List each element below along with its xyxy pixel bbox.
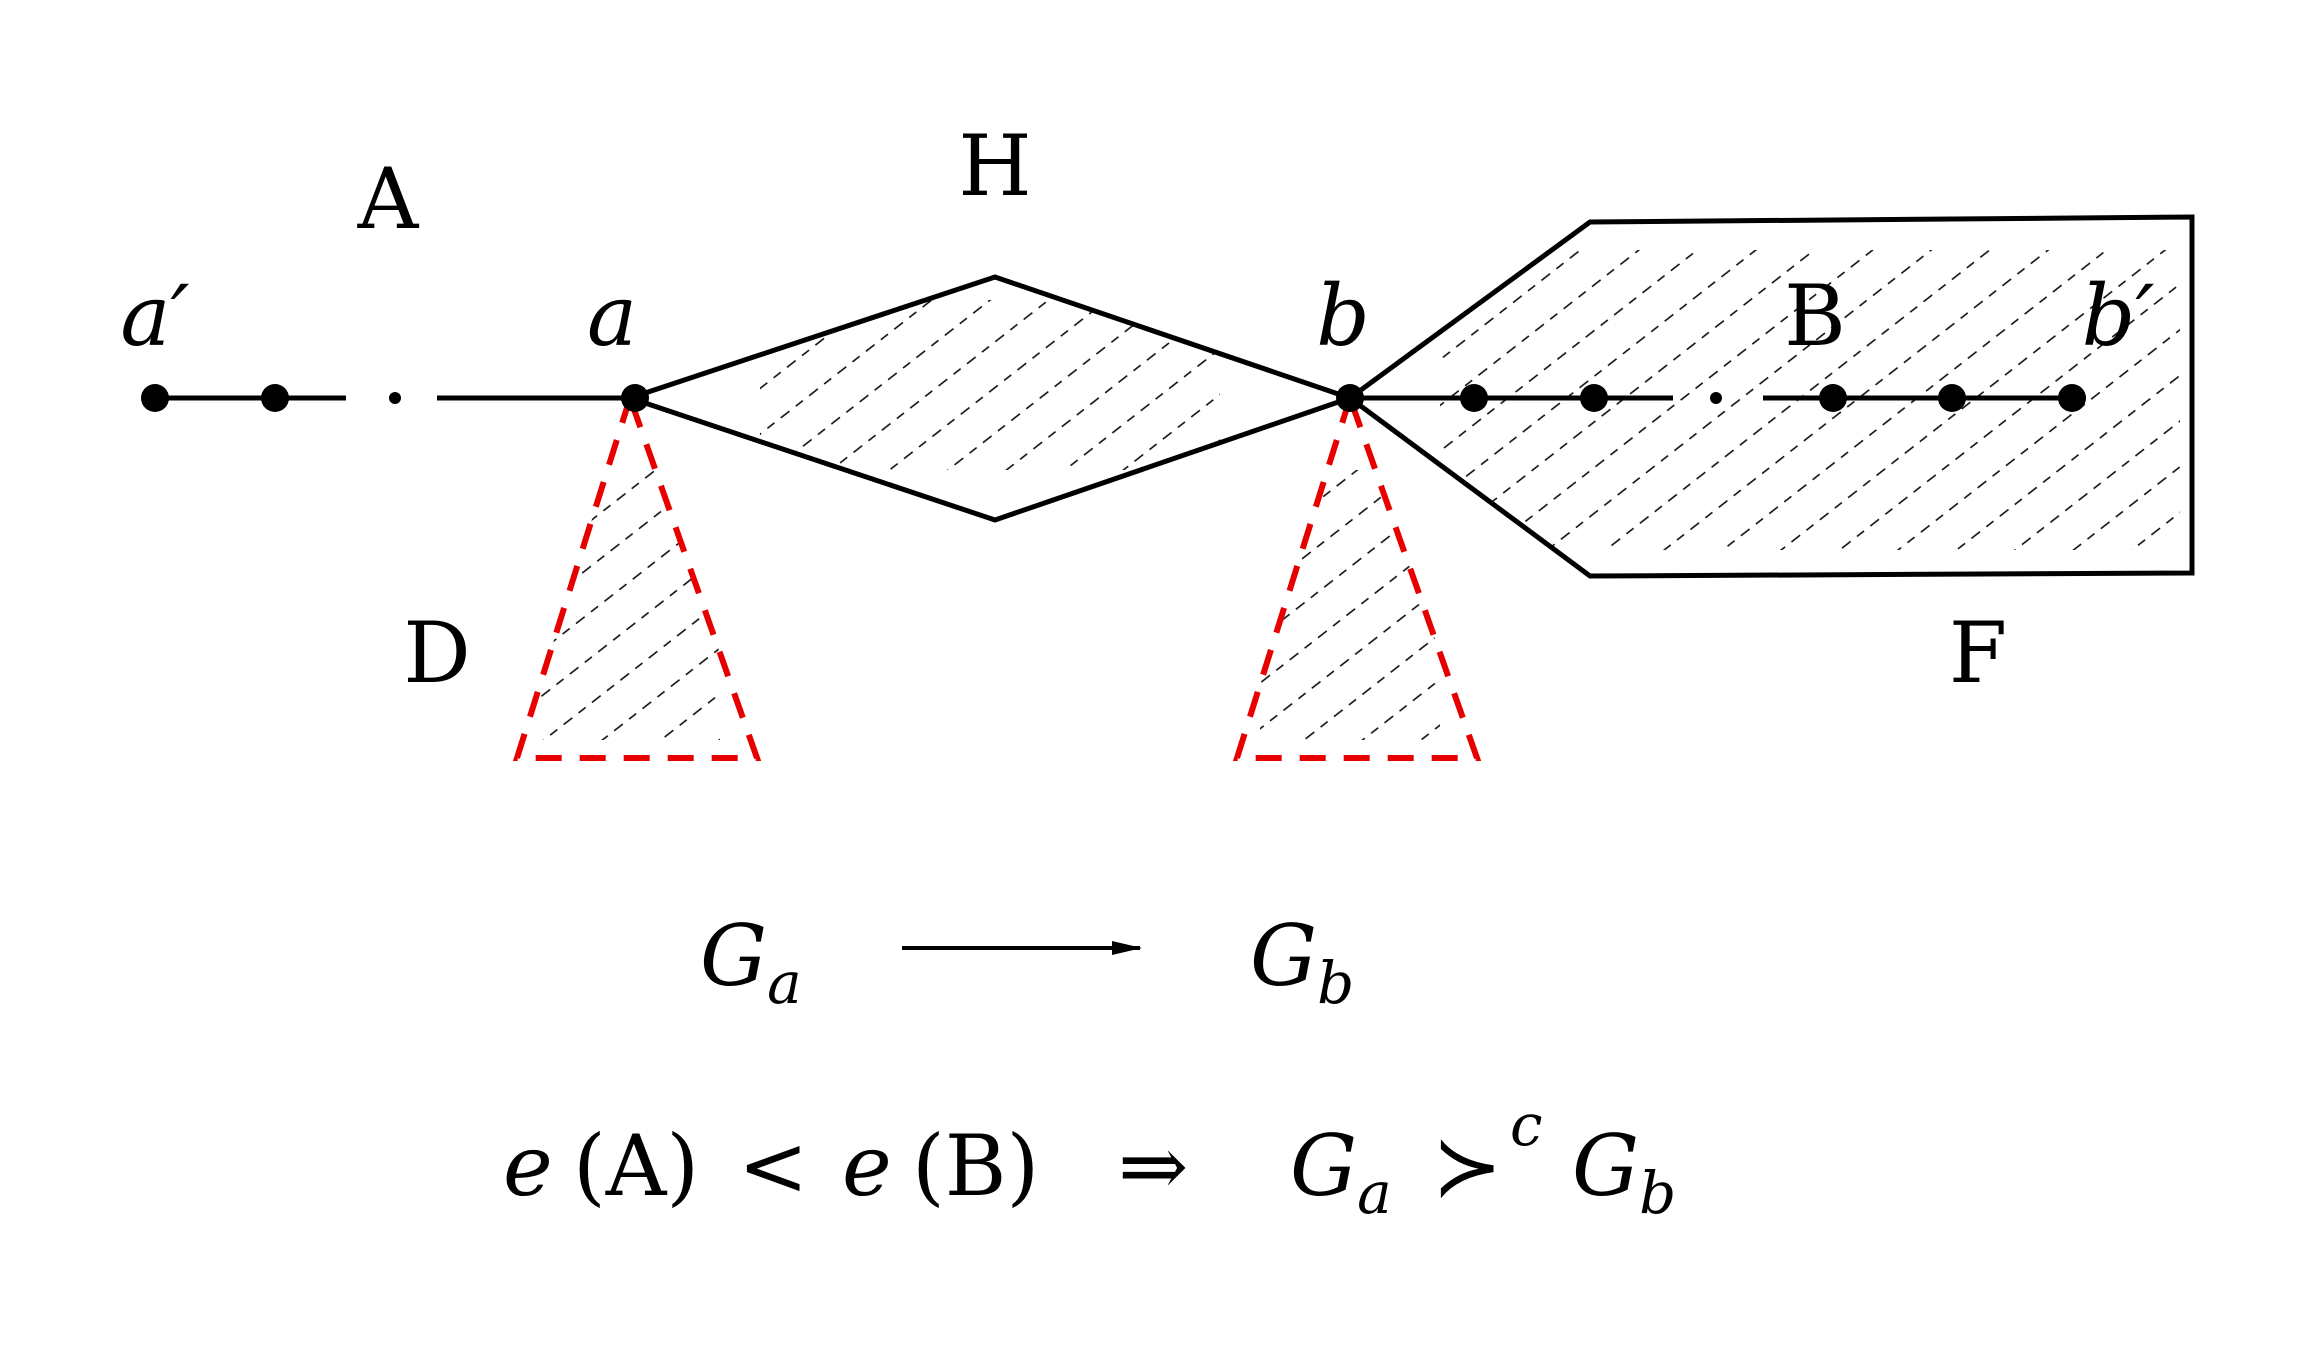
triangle-D-left xyxy=(512,388,762,761)
formula-e1: e xyxy=(503,1117,553,1215)
label-F: F xyxy=(1949,604,2007,702)
formula-g-a: Ga xyxy=(1290,1117,1392,1227)
formula-succ-sup: c xyxy=(1510,1091,1542,1159)
mapping-row: Ga Gb xyxy=(700,907,1354,1017)
formula-g-a-main: G xyxy=(1290,1117,1357,1215)
formula-g-b: Gb xyxy=(1572,1117,1676,1227)
hatch-D-left xyxy=(540,470,720,740)
label-a-prime: a′ xyxy=(120,267,189,365)
hatch-D-right xyxy=(1260,470,1440,740)
vertex-b xyxy=(1336,384,1364,412)
vertex-a xyxy=(621,384,649,412)
hatch-H xyxy=(760,300,1220,470)
formula-g-b-sub: b xyxy=(1639,1159,1676,1227)
formula-paren-a: (A) xyxy=(573,1117,699,1215)
label-D: D xyxy=(403,604,470,702)
label-B: B xyxy=(1784,267,1846,365)
formula-implies: ⇒ xyxy=(1118,1117,1188,1215)
triangle-D-right xyxy=(1232,388,1482,761)
mapping-left-sub: a xyxy=(767,949,802,1017)
mapping-right: Gb xyxy=(1250,907,1354,1017)
vertex-b-1 xyxy=(1460,384,1488,412)
shape-F xyxy=(1345,214,2195,579)
vertex-b-2 xyxy=(1580,384,1608,412)
label-a: a xyxy=(587,267,637,365)
formula-g-b-main: G xyxy=(1572,1117,1639,1215)
formula-e2: e xyxy=(842,1117,892,1215)
label-b: b xyxy=(1316,267,1370,365)
mapping-right-sub: b xyxy=(1317,949,1354,1017)
formula-less-than: < xyxy=(738,1117,808,1215)
mapping-right-main: G xyxy=(1250,907,1317,1005)
vertex-a-prime-next xyxy=(261,384,289,412)
label-b-prime: b′ xyxy=(2082,267,2155,365)
formula-paren-b: (B) xyxy=(912,1117,1039,1215)
vertex-b-4 xyxy=(1938,384,1966,412)
path-B-small-dot xyxy=(1710,392,1722,404)
label-H: H xyxy=(958,117,1031,215)
mapping-left: Ga xyxy=(700,907,802,1017)
formula-succ: ≻ xyxy=(1432,1117,1502,1215)
mapping-left-main: G xyxy=(700,907,767,1005)
vertex-b-prime xyxy=(2058,384,2086,412)
vertex-b-3 xyxy=(1819,384,1847,412)
formula-g-a-sub: a xyxy=(1357,1159,1392,1227)
formula: e (A) < e (B) ⇒ Ga ≻ c Gb xyxy=(503,1091,1676,1227)
path-A-small-dot xyxy=(389,392,401,404)
vertex-a-prime xyxy=(141,384,169,412)
label-A: A xyxy=(357,150,420,248)
